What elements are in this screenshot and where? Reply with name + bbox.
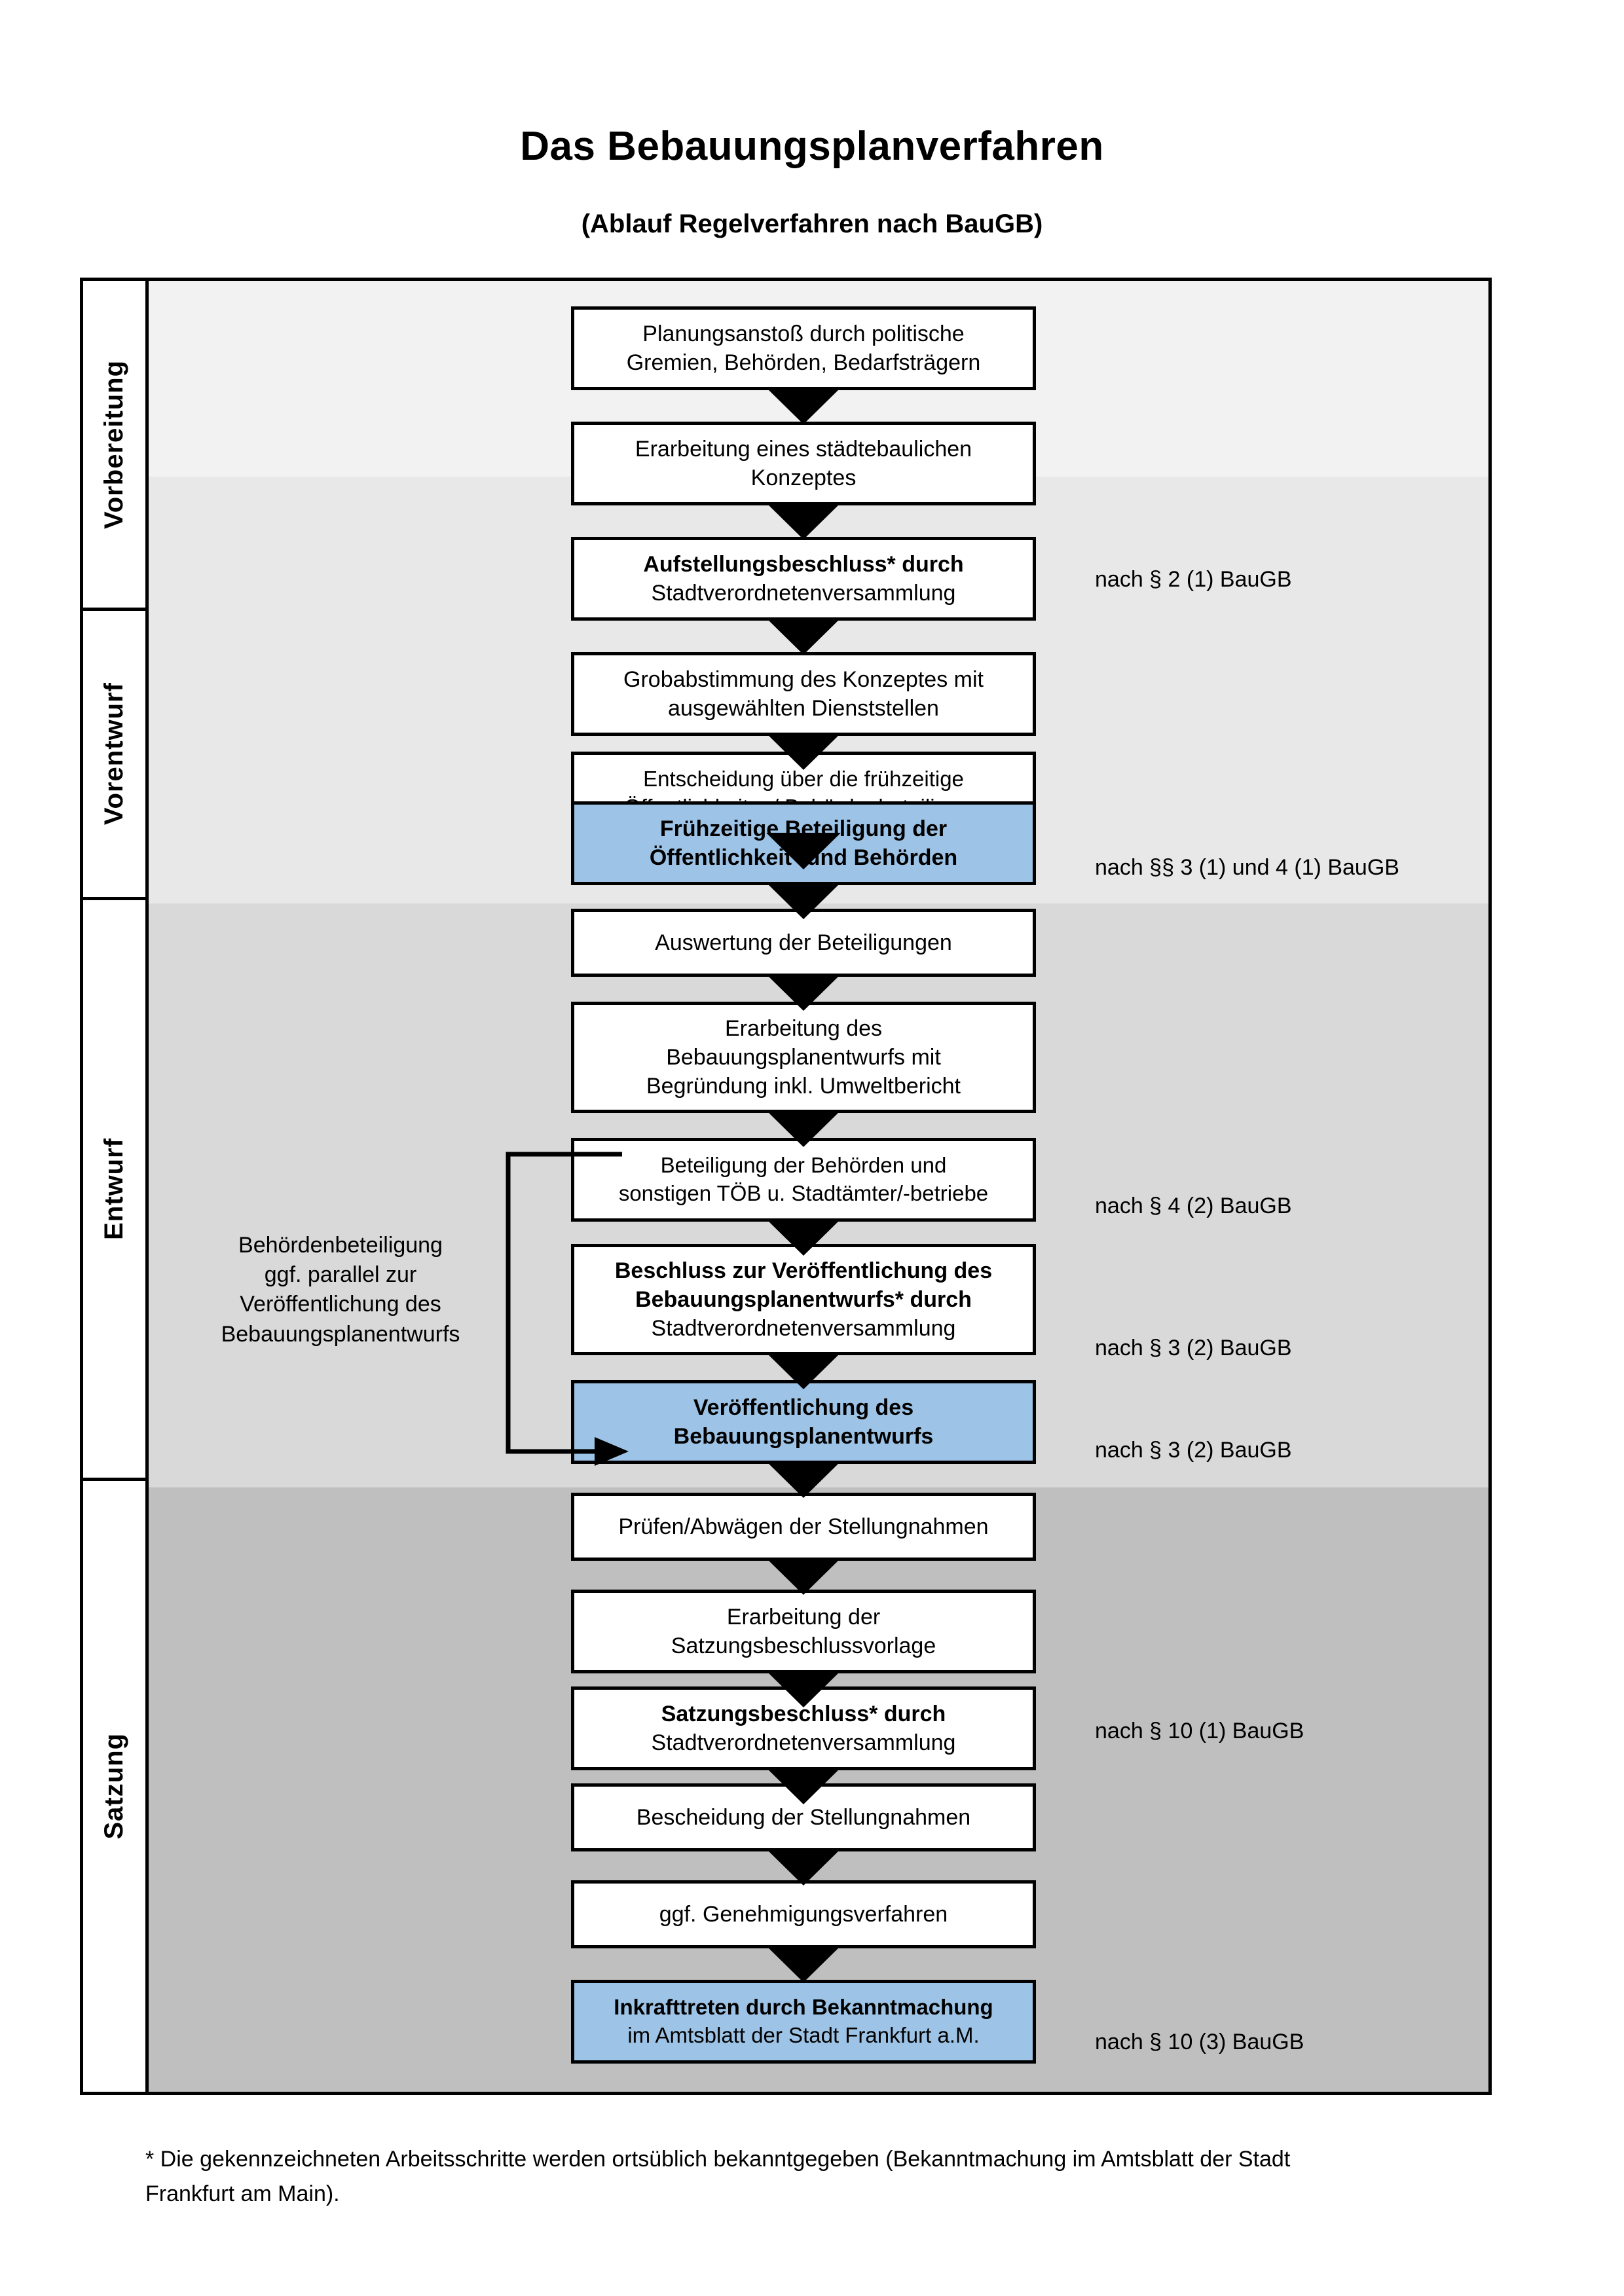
process-box-planungsanstoss[interactable]: Planungsanstoß durch politische Gremien,… [571, 306, 1036, 390]
box-line: Prüfen/Abwägen der Stellungnahmen [618, 1514, 989, 1539]
box-line: Auswertung der Beteiligungen [655, 930, 952, 955]
phase-label-text: Vorbereitung [100, 359, 128, 529]
legal-note-paragraph-2-1: nach § 2 (1) BauGB [1095, 567, 1292, 592]
flow-arrow-down [766, 1558, 841, 1595]
box-line: Entscheidung über die frühzeitige [643, 767, 964, 792]
process-box-beschluss-veroeffentlichung[interactable]: Beschluss zur Veröffentlichung des Bebau… [571, 1244, 1036, 1355]
flow-arrow-down [766, 1353, 841, 1389]
flow-arrow-down [766, 833, 841, 869]
feedback-loop-connector [498, 1149, 638, 1483]
phase-label-separator-3 [83, 1478, 149, 1481]
box-line: im Amtsblatt der Stadt Frankfurt a.M. [627, 2023, 980, 2047]
process-box-staedtebauliches-konzept[interactable]: Erarbeitung eines städtebaulichen Konzep… [571, 422, 1036, 505]
box-line: Stadtverordnetenversammlung [651, 581, 956, 606]
process-box-aufstellungsbeschluss[interactable]: Aufstellungsbeschluss* durch Stadtverord… [571, 537, 1036, 621]
legal-note-paragraph-4-2: nach § 4 (2) BauGB [1095, 1194, 1292, 1218]
phase-label-vorentwurf: Vorentwurf [83, 611, 145, 897]
side-note-line: Bebauungsplanentwurfs [221, 1321, 460, 1347]
process-box-beteiligung-behoerden-toeb[interactable]: Beteiligung der Behörden und sonstigen T… [571, 1138, 1036, 1222]
box-line: sonstigen TÖB u. Stadtämter/-betriebe [618, 1181, 989, 1205]
flow-arrow-down [766, 974, 841, 1011]
box-line: Bebauungsplanentwurfs* durch [635, 1286, 972, 1312]
flow-arrow-down [766, 388, 841, 424]
box-line: ggf. Genehmigungsverfahren [659, 1901, 948, 1927]
box-line: Veröffentlichung des [693, 1394, 914, 1420]
legal-note-paragraph-3-1-4-1: nach §§ 3 (1) und 4 (1) BauGB [1095, 855, 1399, 880]
flow-arrow-down [766, 1461, 841, 1498]
side-note-behoerdenbeteiligung: Behördenbeteiligung ggf. parallel zur Ve… [196, 1231, 485, 1349]
box-line: Erarbeitung der [726, 1604, 881, 1630]
flow-arrow-down [766, 1946, 841, 1982]
flow-arrow-down [766, 503, 841, 539]
phase-label-separator-2 [83, 897, 149, 900]
box-line: Satzungsbeschlussvorlage [671, 1633, 936, 1658]
box-line: Planungsanstoß durch politische [642, 321, 965, 346]
box-line: Erarbeitung eines städtebaulichen [635, 436, 972, 462]
box-line: Konzeptes [750, 465, 857, 490]
phase-label-divider [145, 278, 149, 2095]
box-line: Bescheidung der Stellungnahmen [636, 1804, 971, 1830]
page-title: Das Bebauungsplanverfahren [520, 124, 1104, 169]
box-line: Beschluss zur Veröffentlichung des [614, 1258, 993, 1283]
legal-note-paragraph-10-1: nach § 10 (1) BauGB [1095, 1719, 1304, 1743]
box-line: Aufstellungsbeschluss* durch [643, 551, 964, 577]
flow-arrow-down [766, 883, 841, 919]
phase-label-entwurf: Entwurf [83, 900, 145, 1478]
footnote: * Die gekennzeichneten Arbeitsschritte w… [145, 2142, 1494, 2211]
box-line: ausgewählten Dienststellen [668, 696, 939, 721]
box-line: Grobabstimmung des Konzeptes mit [623, 666, 984, 692]
box-line: Gremien, Behörden, Bedarfsträgern [626, 350, 981, 375]
box-line: Beteiligung der Behörden und [660, 1153, 947, 1178]
flow-arrow-down [766, 1849, 841, 1886]
phase-label-text: Vorentwurf [100, 682, 128, 826]
box-line: Stadtverordnetenversammlung [651, 1316, 956, 1341]
box-line: Bebauungsplanentwurfs mit [666, 1044, 941, 1070]
legal-note-paragraph-10-3: nach § 10 (3) BauGB [1095, 2030, 1304, 2054]
flow-arrow-down [766, 1219, 841, 1256]
flow-arrow-down [766, 1671, 841, 1707]
flow-arrow-down [766, 733, 841, 770]
phase-label-vorbereitung: Vorbereitung [83, 281, 145, 608]
process-box-genehmigungsverfahren[interactable]: ggf. Genehmigungsverfahren [571, 1880, 1036, 1948]
box-line: Bebauungsplanentwurfs [673, 1424, 934, 1449]
flow-arrow-down [766, 1110, 841, 1147]
process-box-erarbeitung-satzungsbeschlussvorlage[interactable]: Erarbeitung der Satzungsbeschlussvorlage [571, 1590, 1036, 1673]
flow-arrow-down [766, 1768, 841, 1804]
process-box-inkrafttreten[interactable]: Inkrafttreten durch Bekanntmachung im Am… [571, 1980, 1036, 2064]
box-line: Inkrafttreten durch Bekanntmachung [614, 1995, 993, 2020]
legal-note-paragraph-3-2-b: nach § 3 (2) BauGB [1095, 1438, 1292, 1463]
process-box-erarbeitung-bebauungsplanentwurf[interactable]: Erarbeitung des Bebauungsplanentwurfs mi… [571, 1002, 1036, 1113]
footnote-line: * Die gekennzeichneten Arbeitsschritte w… [145, 2147, 1291, 2172]
phase-label-satzung: Satzung [83, 1481, 145, 2092]
side-note-line: ggf. parallel zur [264, 1262, 417, 1288]
flow-arrow-down [766, 618, 841, 655]
process-box-veroeffentlichung-bebauungsplanentwurf[interactable]: Veröffentlichung des Bebauungsplanentwur… [571, 1380, 1036, 1464]
phase-label-text: Satzung [100, 1733, 128, 1840]
phase-label-separator-1 [83, 608, 149, 611]
side-note-line: Behördenbeteiligung [238, 1233, 443, 1258]
phase-label-text: Entwurf [100, 1138, 128, 1240]
box-line: Erarbeitung des [724, 1015, 883, 1041]
process-box-pruefen-abwaegen[interactable]: Prüfen/Abwägen der Stellungnahmen [571, 1493, 1036, 1561]
legal-note-paragraph-3-2-a: nach § 3 (2) BauGB [1095, 1336, 1292, 1360]
diagram-frame [80, 278, 1492, 2095]
box-line: Begründung inkl. Umweltbericht [646, 1074, 961, 1099]
box-line: Stadtverordnetenversammlung [651, 1730, 956, 1755]
page-subtitle: (Ablauf Regelverfahren nach BauGB) [581, 210, 1043, 238]
footnote-line: Frankfurt am Main). [145, 2181, 340, 2206]
process-box-grobabstimmung[interactable]: Grobabstimmung des Konzeptes mit ausgewä… [571, 652, 1036, 736]
side-note-line: Veröffentlichung des [240, 1292, 441, 1317]
